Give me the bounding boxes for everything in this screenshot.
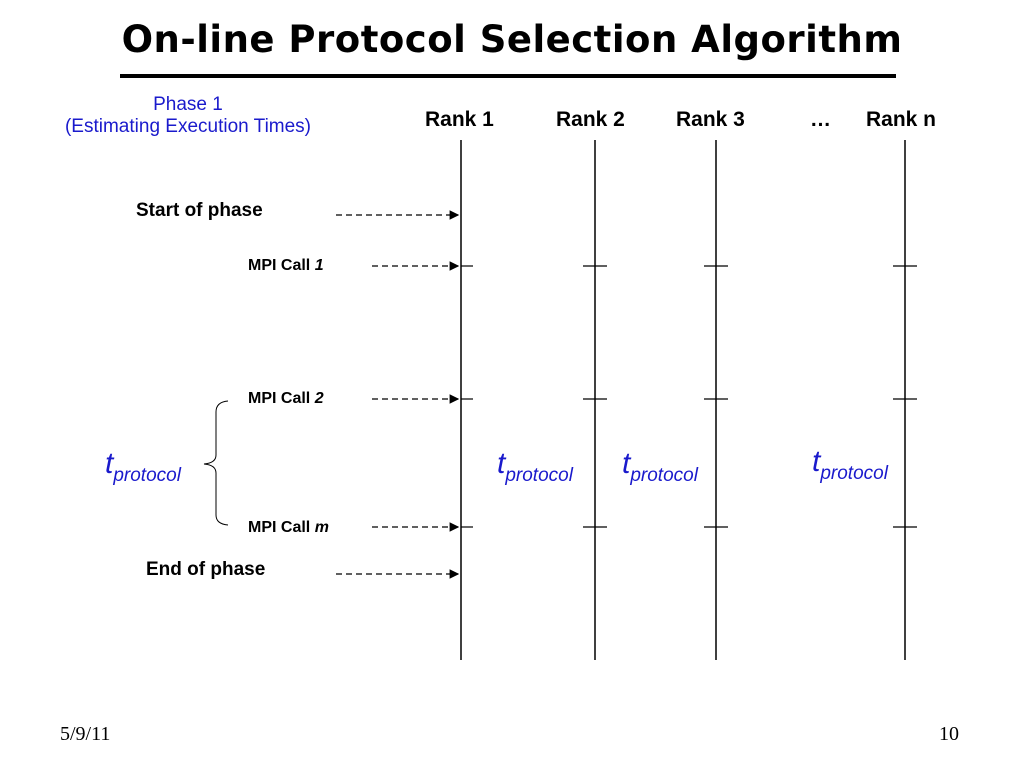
footer-page-number: 10 — [939, 723, 959, 745]
footer-date: 5/9/11 — [60, 723, 111, 745]
phase-name: Phase 1 — [153, 94, 223, 115]
mpi-call-1-label: MPI Call 1 — [248, 257, 324, 274]
end-of-phase-label: End of phase — [146, 559, 266, 580]
slide-title: On-line Protocol Selection Algorithm — [121, 18, 903, 61]
t-protocol-rank-n: tprotocol — [812, 445, 888, 484]
t-protocol-rank-2: tprotocol — [622, 447, 698, 486]
mpi-call-2-label: MPI Call 2 — [248, 390, 324, 407]
phase-description: (Estimating Execution Times) — [64, 116, 312, 137]
title-underline — [120, 74, 896, 78]
rank-2-header: Rank 2 — [556, 108, 625, 131]
mpi-call-m-label: MPI Call m — [248, 519, 329, 536]
rank-ellipsis-header: … — [810, 108, 831, 131]
rank-1-header: Rank 1 — [425, 108, 494, 131]
rank-3-header: Rank 3 — [676, 108, 745, 131]
rank-n-header: Rank n — [866, 108, 937, 131]
start-of-phase-label: Start of phase — [136, 200, 263, 221]
t-protocol-rank-1: tprotocol — [497, 447, 573, 486]
interval-brace — [203, 400, 229, 526]
phase-heading: Phase 1 (Estimating Execution Times) — [38, 94, 338, 138]
t-protocol-brace-label: tprotocol — [105, 447, 181, 486]
